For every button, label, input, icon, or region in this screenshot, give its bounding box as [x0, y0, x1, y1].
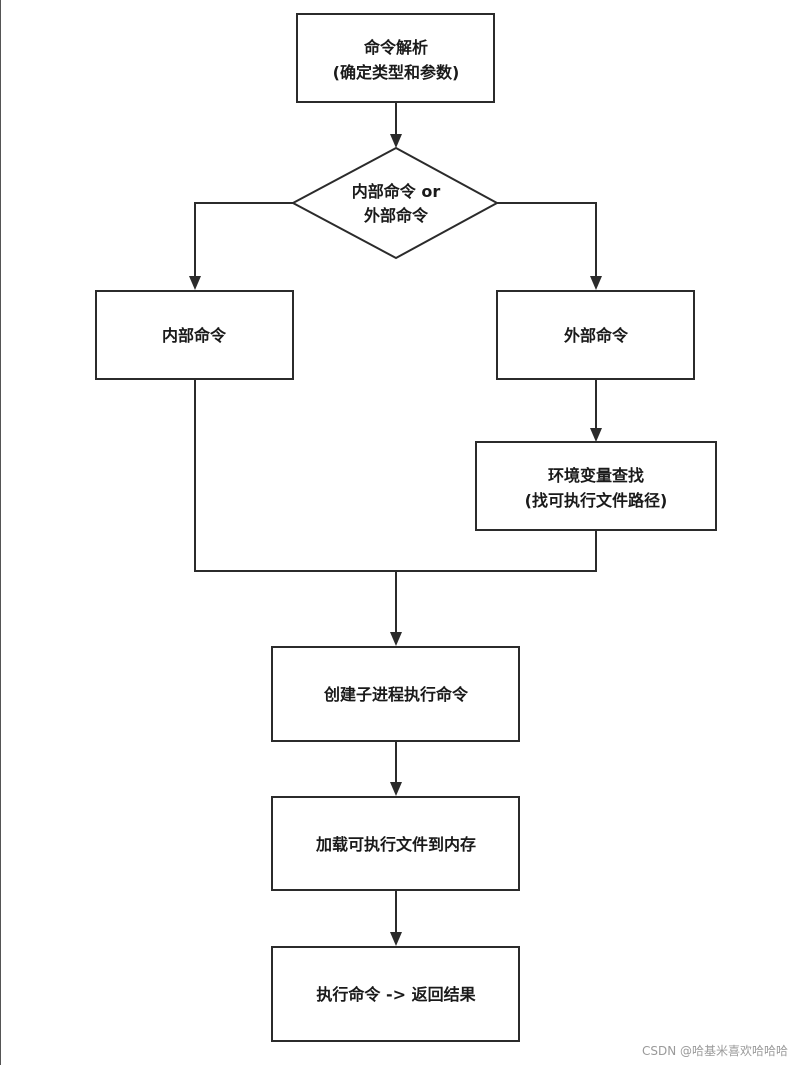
edge-internal-to-merge	[194, 379, 396, 572]
arrowhead-load	[390, 782, 402, 796]
node-env-lookup: 环境变量查找 (找可执行文件路径)	[475, 441, 717, 531]
node-external-command-label: 外部命令	[563, 326, 629, 345]
node-decision: 内部命令 or 外部命令	[290, 146, 500, 260]
node-command-parse: 命令解析 (确定类型和参数)	[296, 13, 495, 103]
arrowhead-decision	[390, 134, 402, 148]
node-internal-command: 内部命令	[95, 290, 294, 380]
node-load-executable: 加载可执行文件到内存	[271, 796, 520, 891]
watermark: CSDN @哈基米喜欢哈哈哈	[641, 1044, 788, 1058]
edge-decision-to-external	[497, 202, 597, 278]
node-load-executable-box	[271, 796, 520, 891]
node-external-command-box	[496, 290, 695, 380]
node-execute-command-box	[271, 946, 520, 1042]
node-create-process-box	[271, 646, 520, 742]
node-env-lookup-line2: (找可执行文件路径)	[525, 491, 668, 510]
arrowhead-internal	[189, 276, 201, 290]
arrowhead-env	[590, 428, 602, 442]
edge-env-to-merge	[396, 530, 597, 572]
node-external-command: 外部命令	[496, 290, 695, 380]
node-command-parse-box	[296, 13, 495, 103]
node-decision-diamond	[290, 146, 500, 260]
edges	[189, 102, 602, 946]
arrowhead-create	[390, 632, 402, 646]
node-create-process-label: 创建子进程执行命令	[323, 685, 469, 704]
node-decision-line2: 外部命令	[363, 206, 429, 225]
node-create-process: 创建子进程执行命令	[271, 646, 520, 742]
arrowhead-external	[590, 276, 602, 290]
node-internal-command-box	[95, 290, 294, 380]
node-load-executable-label: 加载可执行文件到内存	[315, 835, 476, 854]
node-env-lookup-line1: 环境变量查找	[548, 466, 644, 485]
node-decision-line1: 内部命令 or	[352, 182, 441, 201]
node-command-parse-line1: 命令解析	[363, 38, 428, 57]
node-execute-command: 执行命令 -> 返回结果	[271, 946, 520, 1042]
arrowhead-execute	[390, 932, 402, 946]
edge-decision-to-internal	[194, 202, 293, 278]
node-execute-command-label: 执行命令 -> 返回结果	[316, 985, 475, 1004]
node-env-lookup-box	[475, 441, 717, 531]
node-command-parse-line2: (确定类型和参数)	[333, 63, 460, 82]
page-left-border	[0, 0, 1, 1065]
node-internal-command-label: 内部命令	[162, 326, 227, 345]
